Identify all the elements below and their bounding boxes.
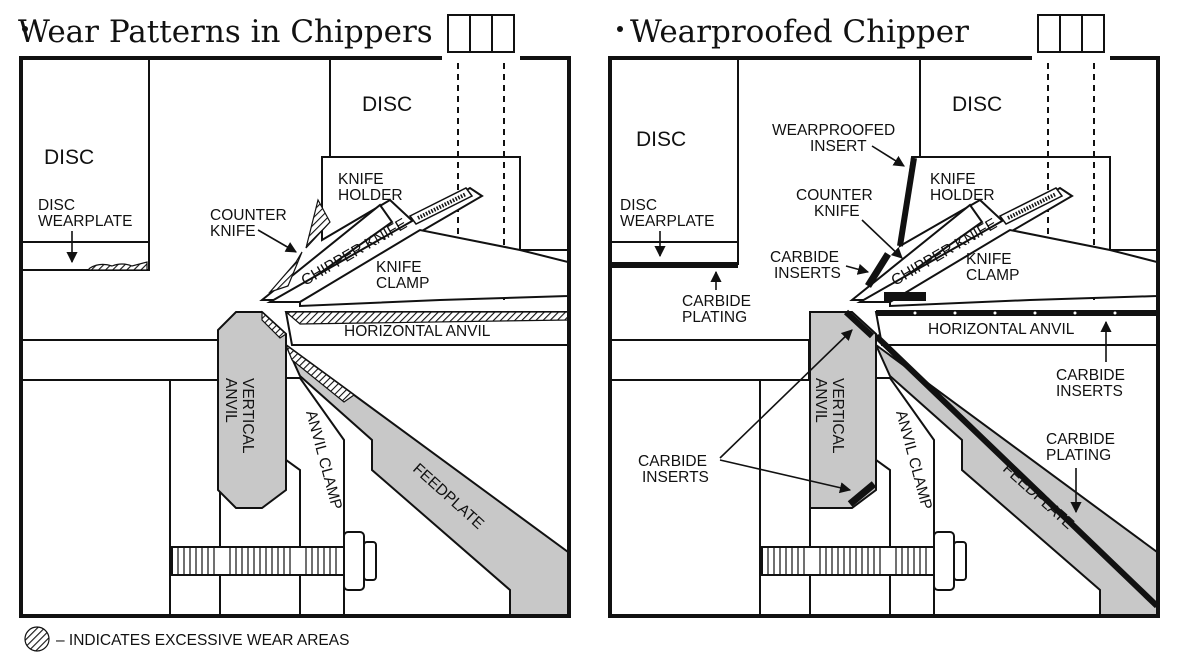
wearproofed-insert	[897, 157, 917, 247]
base-plate	[22, 339, 221, 381]
label-horizontal-anvil: HORIZONTAL ANVIL	[344, 323, 491, 340]
right-panel: Wearproofed Chipper	[608, 14, 1160, 618]
vertical-anvil-wear-area	[261, 310, 287, 339]
feedplate	[873, 341, 1157, 615]
right-panel-frame	[608, 56, 1160, 618]
label-carbide-inserts-top-1: CARBIDE	[770, 249, 839, 266]
label-wearproofed-insert-1: WEARPROOFED	[772, 122, 895, 139]
wearplate-wear-area	[86, 261, 148, 271]
horizontal-anvil-wear-area	[284, 311, 568, 325]
label-knife-holder-1: KNIFE	[338, 171, 384, 188]
label-disc-wearplate-1: DISC	[38, 197, 75, 214]
top-bolt-head-left	[447, 14, 515, 53]
bullet-dot	[22, 26, 28, 32]
horizontal-anvil-carbide-inserts	[913, 311, 1117, 315]
label-disc-left: DISC	[44, 146, 94, 169]
label-counter-knife-1: COUNTER	[210, 207, 287, 224]
label-vertical-anvil-1: VERTICAL	[829, 378, 846, 454]
label-vertical-anvil-2: ANVIL	[222, 378, 239, 423]
knife-clamp	[889, 228, 1157, 308]
vertical-anvil-carbide-insert-bottom	[847, 481, 877, 507]
label-knife-holder-2: HOLDER	[338, 187, 403, 204]
label-carbide-plating-left-2: PLATING	[682, 309, 747, 326]
label-disc-wearplate-2: WEARPLATE	[38, 213, 132, 230]
vertical-anvil	[809, 311, 877, 509]
vertical-anvil-carbide-insert-top	[843, 309, 875, 339]
label-vertical-anvil-2: ANVIL	[812, 378, 829, 423]
legend-text: – INDICATES EXCESSIVE WEAR AREAS	[56, 632, 349, 649]
label-horizontal-anvil: HORIZONTAL ANVIL	[928, 321, 1075, 338]
label-wearproofed-insert-2: INSERT	[810, 138, 867, 155]
bullet-dot	[617, 26, 623, 32]
label-knife-clamp-1: KNIFE	[966, 251, 1012, 268]
knife-clamp	[299, 228, 568, 308]
label-vertical-anvil-1: VERTICAL	[239, 378, 256, 454]
label-knife-clamp-2: CLAMP	[376, 275, 429, 292]
label-carbide-inserts-right-2: INSERTS	[1056, 383, 1123, 400]
label-carbide-inserts-top-2: INSERTS	[774, 265, 841, 282]
legend: – INDICATES EXCESSIVE WEAR AREAS	[24, 626, 349, 652]
label-knife-clamp-1: KNIFE	[376, 259, 422, 276]
hatched-circle-icon	[24, 626, 50, 652]
counter-knife-wear-area	[268, 251, 303, 294]
counter-knife-carbide-insert	[865, 252, 891, 288]
feedplate-wear-area	[284, 343, 356, 403]
label-disc-top: DISC	[362, 93, 412, 116]
label-disc-top: DISC	[952, 93, 1002, 116]
label-knife-clamp-2: CLAMP	[966, 267, 1019, 284]
base-plate	[611, 339, 810, 381]
anvil-bolt	[761, 531, 967, 591]
label-counter-knife-1: COUNTER	[796, 187, 873, 204]
label-knife-holder-1: KNIFE	[930, 171, 976, 188]
label-carbide-plating-right-1: CARBIDE	[1046, 431, 1115, 448]
feedplate	[283, 341, 568, 615]
top-bolt-head-right	[1037, 14, 1105, 53]
clamp-carbide-insert	[884, 292, 926, 301]
label-carbide-inserts-left-2: INSERTS	[642, 469, 709, 486]
disc-wearplate	[611, 241, 739, 265]
label-disc-left: DISC	[636, 128, 686, 151]
left-panel-title: Wear Patterns in Chippers	[18, 14, 433, 50]
label-disc-wearplate-1: DISC	[620, 197, 657, 214]
feedplate-carbide-plating	[873, 333, 1157, 609]
left-panel: Wear Patterns in Chippers	[18, 14, 571, 618]
left-panel-frame	[19, 56, 571, 618]
anvil-bolt	[171, 531, 377, 591]
label-knife-holder-2: HOLDER	[930, 187, 995, 204]
holder-wear-area	[305, 198, 331, 249]
label-carbide-plating-left-1: CARBIDE	[682, 293, 751, 310]
label-carbide-inserts-left-1: CARBIDE	[638, 453, 707, 470]
label-counter-knife-2: KNIFE	[814, 203, 860, 220]
label-carbide-plating-right-2: PLATING	[1046, 447, 1111, 464]
right-panel-title: Wearproofed Chipper	[630, 14, 969, 50]
label-disc-wearplate-2: WEARPLATE	[620, 213, 714, 230]
label-counter-knife-2: KNIFE	[210, 223, 256, 240]
label-carbide-inserts-right-1: CARBIDE	[1056, 367, 1125, 384]
